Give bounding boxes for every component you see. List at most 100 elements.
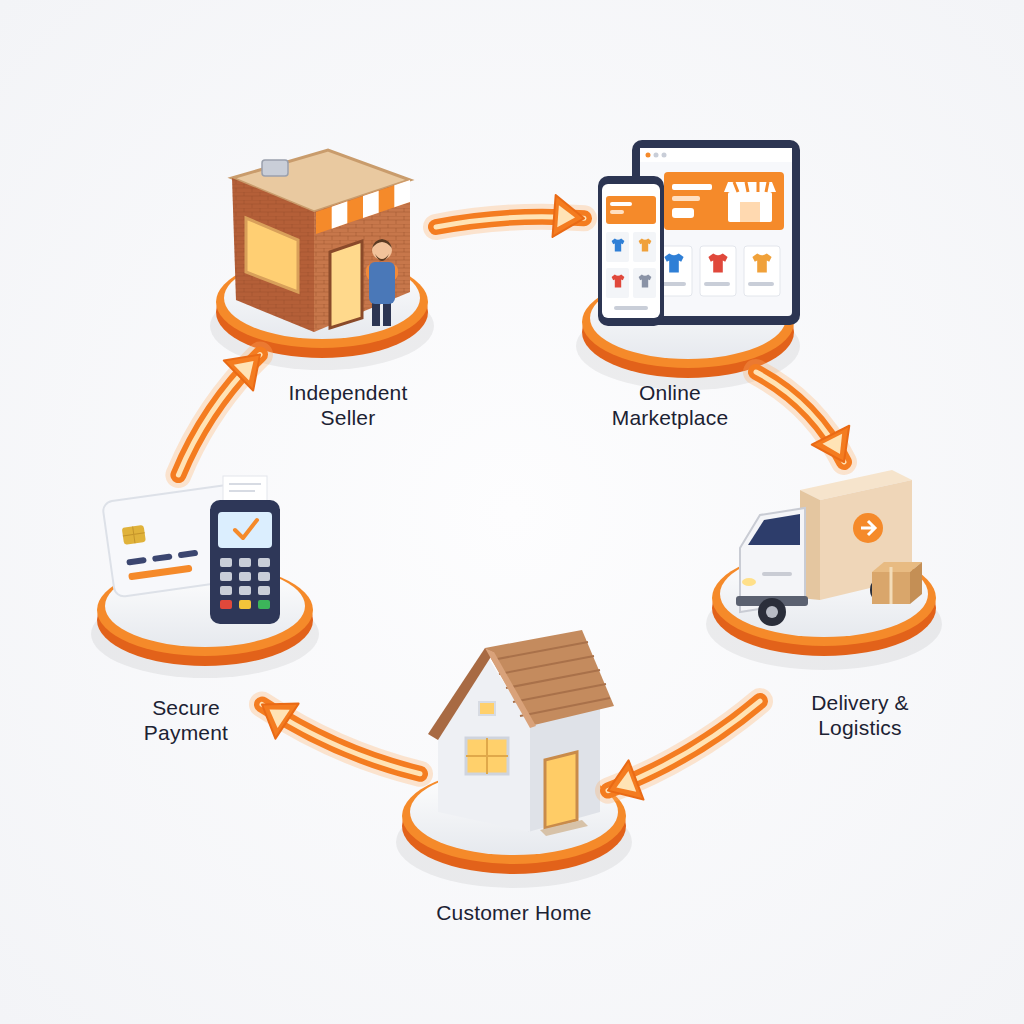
marketplace-illustration-part [704, 282, 730, 286]
node-label: Secure Payment [121, 695, 251, 745]
arrow-shaft [436, 217, 584, 227]
arrow-glow [608, 701, 760, 791]
arrow-head-glow [270, 709, 290, 728]
payment-illustration-part [239, 558, 251, 567]
marketplace-illustration-part [614, 306, 648, 310]
arrow-shaft-glow [756, 372, 844, 462]
seller-illustration [210, 150, 434, 370]
arrow-head-glow [234, 361, 254, 381]
marketplace-illustration-part [606, 232, 629, 262]
marketplace-illustration-part [633, 268, 656, 298]
arrow-shaft [178, 355, 260, 475]
node-label: Online Marketplace [595, 380, 745, 430]
marketplace-illustration-part [639, 275, 652, 288]
flow-arrow [178, 355, 260, 475]
payment-illustration [91, 476, 319, 678]
marketplace-illustration-part [640, 148, 792, 162]
seller-illustration-part [375, 254, 389, 261]
seller-illustration-part [246, 218, 298, 292]
marketplace-illustration-part [672, 184, 712, 190]
seller-illustration-part [332, 201, 348, 228]
home-illustration-part [428, 648, 494, 740]
stage-node: Secure Payment [110, 475, 262, 745]
arrow-shaft-glow [436, 217, 584, 227]
marketplace-illustration-part [744, 246, 780, 296]
marketplace-illustration-part [708, 253, 727, 272]
marketplace-illustration-part [612, 239, 625, 252]
payment-illustration-part [220, 600, 232, 609]
home-illustration-part [540, 820, 588, 836]
flow-arrow [608, 701, 760, 799]
seller-illustration-part [314, 180, 410, 332]
payment-illustration-part [235, 520, 257, 538]
arrow-head [262, 704, 299, 739]
delivery-illustration-part [890, 567, 893, 604]
arrow-head-glow [822, 434, 842, 454]
arrow-glow [436, 217, 584, 227]
stage-node: Customer Home [420, 645, 608, 925]
payment-illustration-part-part [152, 553, 173, 562]
delivery-illustration [706, 470, 942, 670]
marketplace-illustration-part [602, 184, 660, 318]
seller-illustration-part [232, 178, 314, 332]
arrow-glow [262, 705, 420, 774]
payment-illustration-part [239, 572, 251, 581]
seller-illustration-part [363, 191, 379, 218]
marketplace-illustration-part [612, 275, 625, 288]
marketplace-illustration [576, 140, 800, 390]
marketplace-illustration-part [728, 192, 772, 222]
marketplace-illustration-part [700, 246, 736, 296]
delivery-illustration-part [758, 598, 786, 626]
home-illustration-part [479, 702, 495, 715]
payment-illustration-part [258, 572, 270, 581]
seller-illustration-part [316, 180, 410, 234]
arrow-head [553, 195, 584, 237]
seller-illustration-part [330, 241, 362, 328]
arrow-shaft-glow [178, 355, 260, 475]
arrow-head [608, 760, 644, 799]
payment-illustration-part [258, 586, 270, 595]
payment-illustration-part-part [178, 550, 199, 559]
arrow-shaft [608, 701, 760, 791]
marketplace-illustration-part [598, 176, 664, 326]
delivery-illustration-part [742, 578, 756, 586]
payment-illustration-part [210, 500, 280, 624]
payment-illustration-part-part [122, 525, 146, 545]
seller-illustration-part [372, 240, 392, 260]
marketplace-illustration-part [633, 232, 656, 262]
stage-node: Delivery & Logistics [760, 462, 960, 740]
payment-illustration-part-part [126, 557, 147, 566]
marketplace-illustration-part [664, 172, 784, 230]
marketplace-illustration-part [610, 202, 632, 206]
payment-illustration-part [258, 600, 270, 609]
seller-illustration-part [232, 178, 314, 332]
seller-illustration-part [394, 180, 410, 207]
marketplace-illustration-part [740, 202, 760, 222]
arrow-head [812, 426, 850, 462]
payment-illustration-part [218, 512, 272, 548]
marketplace-illustration-part [748, 282, 774, 286]
payment-illustration-part [258, 558, 270, 567]
payment-illustration-part [220, 586, 232, 595]
payment-illustration-part-part [128, 565, 192, 581]
stage-node: Online Marketplace [584, 140, 756, 430]
arrow-head-glow [557, 205, 575, 227]
home-illustration-part [492, 642, 610, 716]
delivery-illustration-part [748, 514, 800, 545]
marketplace-illustration-part [672, 196, 700, 201]
marketplace-illustration-part [654, 153, 659, 158]
home-illustration [396, 630, 632, 888]
arrow-shaft-glow [608, 701, 760, 791]
node-label: Independent Seller [273, 380, 423, 430]
arrow-head [224, 355, 260, 391]
marketplace-illustration-part [734, 182, 768, 192]
marketplace-illustration-part [610, 210, 624, 214]
marketplace-illustration-part [664, 253, 683, 272]
node-label: Delivery & Logistics [795, 690, 925, 740]
delivery-illustration-part [762, 572, 792, 576]
marketplace-illustration-part [639, 239, 652, 252]
arrow-shaft-glow [262, 705, 420, 774]
payment-illustration-part [220, 572, 232, 581]
